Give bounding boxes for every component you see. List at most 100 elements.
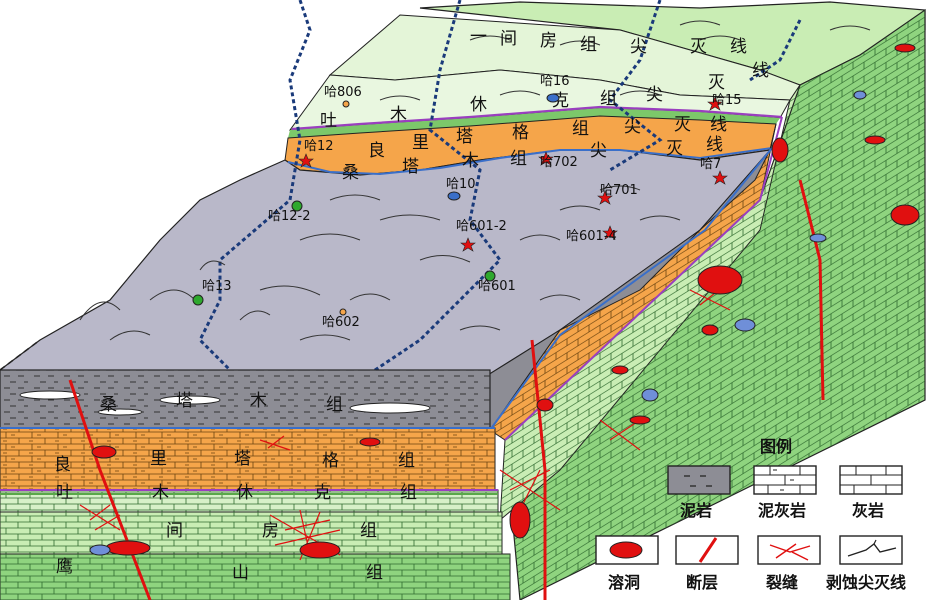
well-marker [291, 200, 303, 212]
top-surface [0, 0, 926, 382]
cave [734, 318, 756, 332]
legend-limestone-label: 灰岩 [852, 501, 884, 520]
well-label: 哈702 [540, 155, 578, 170]
pinchout-labels: 一 间 房 组 尖 灭 线 吐 木 休 克 组 尖 灭 线 良 里 塔 格 组 … [320, 27, 769, 183]
front-tumuxiuke-char: 克 [314, 483, 331, 503]
front-lianglitage-char: 里 [150, 449, 167, 469]
well-marker [192, 294, 204, 306]
front-sangtamu-char: 桑 [100, 395, 117, 415]
pinchout-lianglitage-char: 尖 [624, 117, 641, 137]
front-yijianfang-char: 房 [262, 521, 279, 541]
wells: 哈806 哈16 哈15 哈12 哈702 哈7 哈10 哈701 哈12-2 … [192, 74, 742, 330]
side-light-green-bricks [500, 85, 800, 520]
pinchout-yijianfang-char: 房 [540, 31, 557, 51]
pinchout-lianglitage-char: 良 [368, 141, 385, 161]
well-label: 哈701 [600, 183, 638, 198]
well-marker [484, 270, 496, 282]
cave [771, 137, 789, 163]
pinchout-sangtamu-char: 木 [462, 151, 479, 171]
fault-side-1 [530, 339, 547, 600]
front-tumuxiuke-pattern [0, 490, 498, 512]
cave [359, 437, 381, 447]
fault-front [68, 379, 152, 600]
faults [68, 179, 825, 600]
pinchout-sangtamu: 桑 塔 木 组 尖 灭 线 [342, 135, 723, 183]
blue-boundary [287, 147, 773, 176]
front-yingshan-char: 山 [232, 563, 249, 583]
road-3 [607, 0, 663, 172]
side-blue-line [489, 147, 773, 431]
fault-side-2 [798, 179, 825, 401]
well-label: 哈12-2 [268, 209, 311, 224]
side-yingshan-bricks [505, 10, 925, 600]
well-marker [460, 237, 476, 252]
well-label: 哈13 [202, 279, 232, 294]
cave [629, 415, 651, 425]
cave [611, 365, 629, 375]
pinchout-sangtamu-char: 桑 [342, 163, 359, 183]
pinchout-tumuxiuke-char: 木 [390, 105, 407, 125]
road-4 [749, 19, 802, 82]
legend-fault-label: 断层 [686, 573, 718, 592]
pinchout-lianglitage-char: 格 [512, 123, 529, 143]
right-side-face [479, 8, 926, 600]
pinchout-yijianfang-char: 间 [500, 29, 517, 49]
front-yingshan-pattern [0, 554, 510, 600]
pinchout-tumuxiuke-char: 吐 [320, 111, 337, 131]
pinchout-lianglitage-char: 线 [710, 115, 727, 135]
legend: 图例 泥岩 泥灰岩 灰岩 溶洞 断层 裂缝 剥蚀尖灭线 [595, 437, 906, 592]
caves [89, 43, 920, 559]
well-marker [298, 153, 314, 168]
legend-fracture-lines [769, 543, 811, 561]
purple-line [291, 105, 783, 131]
legend-pinchout-label: 剥蚀尖灭线 [826, 573, 906, 592]
pinchout-sangtamu-char: 组 [510, 149, 527, 169]
front-yijianfang-char: 间 [166, 521, 183, 541]
well-marker [602, 225, 618, 240]
legend-limestone-bricks [840, 466, 902, 494]
well-marker [447, 191, 461, 201]
pinchout-yijianfang-char: 线 [730, 37, 747, 57]
top-left-edge [0, 339, 41, 371]
legend-marl-label: 泥灰岩 [758, 501, 806, 520]
front-tumuxiuke-char: 木 [152, 483, 169, 503]
well-marker [339, 308, 347, 316]
well-marker [546, 93, 560, 103]
cave [536, 398, 554, 412]
side-gray [479, 149, 771, 432]
legend-marl-bricks [754, 466, 816, 494]
top-green-band [288, 108, 780, 138]
well-label: 哈7 [700, 157, 721, 172]
cave [890, 204, 920, 226]
cave [91, 445, 117, 459]
well-marker [538, 151, 554, 166]
front-lianglitage-pattern [0, 428, 495, 490]
well-label: 哈601-4 [566, 229, 617, 244]
well-marker [342, 100, 350, 108]
cave [701, 324, 719, 336]
well-label: 哈12 [304, 139, 334, 154]
pinchout-tumuxiuke-char: 尖 [646, 85, 663, 105]
front-lianglitage-char: 塔 [234, 449, 251, 469]
pinchout-lianglitage-char: 组 [572, 119, 589, 139]
front-yingshan-char: 组 [366, 563, 383, 583]
cave [809, 233, 827, 243]
legend-cave-label: 溶洞 [608, 573, 640, 592]
legend-cave-shape [609, 541, 643, 559]
front-face [0, 369, 511, 600]
mud-lenses [19, 390, 431, 416]
legend-pinchout-swatch [839, 535, 903, 565]
pinchout-yijianfang-char: 组 [580, 35, 597, 55]
pinchout-yijianfang: 一 间 房 组 尖 灭 线 [470, 27, 747, 57]
front-labels: 桑 塔 木 组 良 里 塔 格 组 吐 木 休 克 组 间 房 组 鹰 山 组 [54, 391, 417, 583]
road-2 [359, 0, 502, 382]
pinchout-tumuxiuke-char: 线 [752, 61, 769, 81]
front-sangtamu-char: 组 [326, 395, 343, 415]
cave [853, 90, 867, 100]
front-lianglitage-char: 良 [54, 455, 71, 475]
pinchout-lianglitage: 良 里 塔 格 组 尖 灭 线 [368, 115, 727, 161]
cave [864, 135, 886, 145]
cave [641, 388, 659, 402]
pinchout-lianglitage-char: 灭 [674, 115, 691, 135]
front-yijianfang-pattern [0, 512, 502, 554]
